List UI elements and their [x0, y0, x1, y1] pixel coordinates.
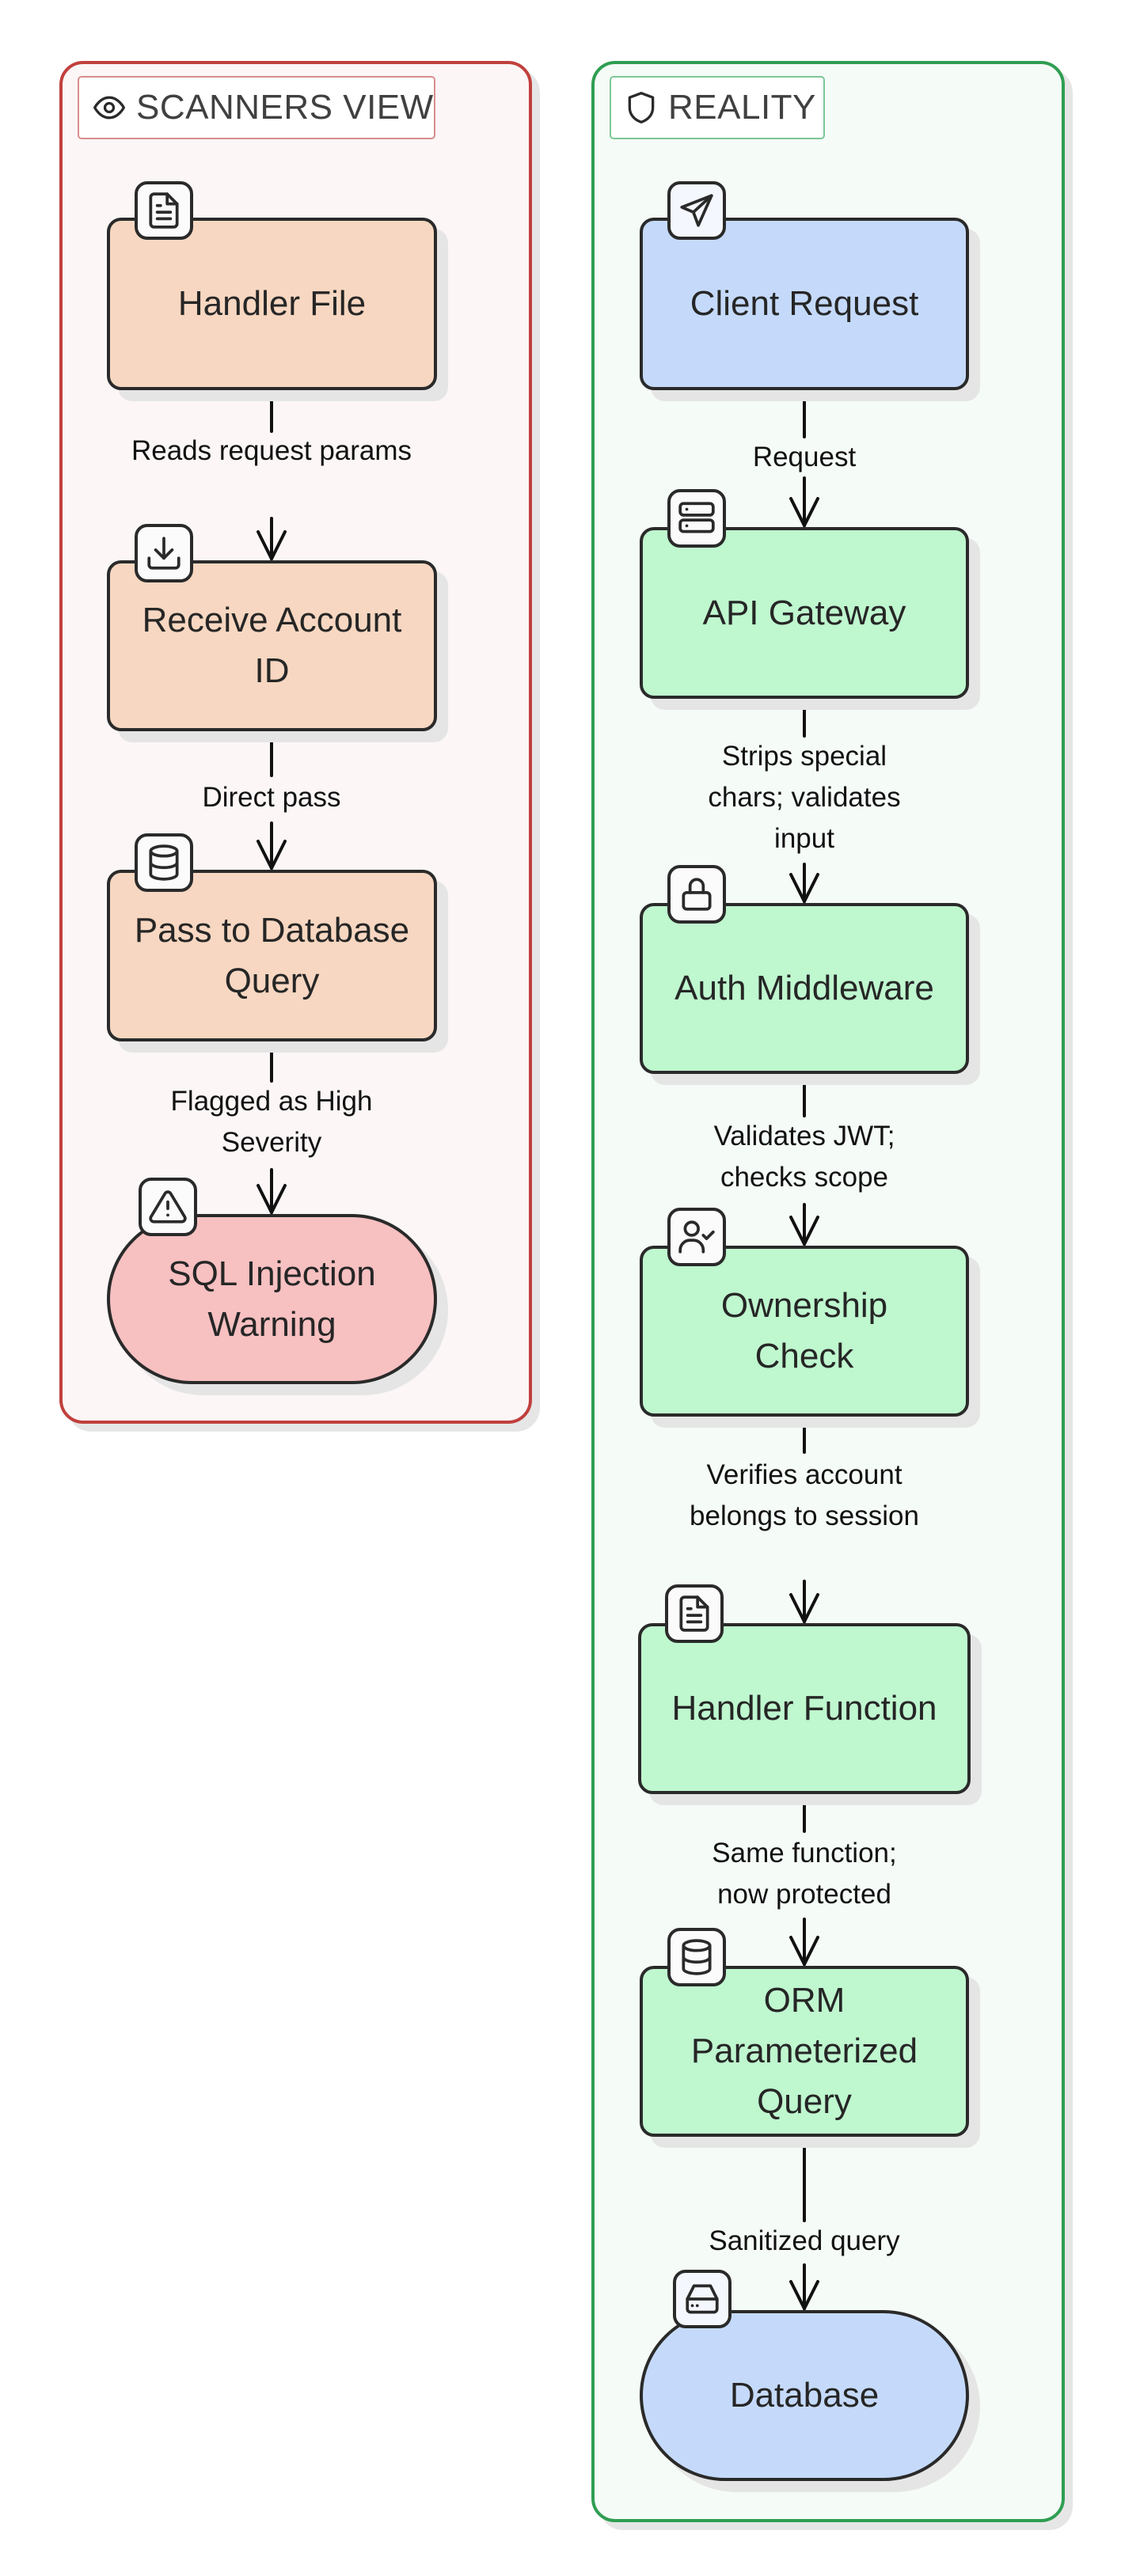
- node-label: ORM Parameterized Query: [690, 1981, 918, 2121]
- user-check-icon: [667, 1208, 726, 1266]
- edge-handler-to-receive: [256, 389, 287, 563]
- node-label: Handler File: [177, 284, 367, 323]
- edge-auth-to-ownership: [789, 1072, 819, 1248]
- edge-label: Flagged as High Severity: [170, 1086, 373, 1158]
- edge-label: Direct pass: [202, 782, 341, 813]
- reality-title: REALITY: [668, 88, 816, 127]
- warning-triangle-icon: [139, 1178, 197, 1236]
- edge-label: Sanitized query: [709, 2225, 900, 2256]
- node-auth-middleware[interactable]: Auth Middleware: [640, 903, 969, 1074]
- edge-label: Same function; now protected: [712, 1838, 897, 1910]
- edge-ownership-to-handler: [789, 1415, 819, 1626]
- reality-label: REALITY: [610, 76, 825, 139]
- database-icon: [135, 833, 193, 892]
- node-orm-parameterized-query[interactable]: ORM Parameterized Query: [640, 1966, 969, 2137]
- node-handler-file[interactable]: Handler File: [107, 218, 437, 390]
- edge-client-to-api: [789, 389, 819, 529]
- node-label: Ownership Check: [720, 1286, 888, 1375]
- node-sql-injection-warning[interactable]: SQL Injection Warning: [107, 1214, 437, 1384]
- lock-icon: [667, 865, 726, 924]
- node-handler-function[interactable]: Handler Function: [638, 1623, 971, 1794]
- send-icon: [667, 181, 726, 240]
- node-label: API Gateway: [702, 593, 906, 632]
- edge-orm-to-database: [789, 2135, 819, 2312]
- edge-pass-to-sql: [256, 1040, 287, 1216]
- edge-api-to-auth: [789, 697, 819, 905]
- node-ownership-check[interactable]: Ownership Check: [640, 1246, 969, 1417]
- database-icon: [667, 1928, 726, 1986]
- node-receive-account-id[interactable]: Receive Account ID: [107, 560, 437, 731]
- node-client-request[interactable]: Client Request: [640, 218, 969, 390]
- node-label: SQL Injection Warning: [168, 1254, 376, 1344]
- node-api-gateway[interactable]: API Gateway: [640, 527, 969, 699]
- edge-label: Reads request params: [131, 435, 412, 466]
- node-database[interactable]: Database: [640, 2310, 969, 2481]
- node-label: Handler Function: [671, 1689, 937, 1728]
- edge-handler-to-orm: [789, 1793, 819, 1968]
- download-icon: [135, 524, 193, 582]
- scanners-view-label: SCANNERS VIEW: [78, 76, 435, 139]
- node-label: Receive Account ID: [142, 601, 402, 690]
- edge-receive-to-pass: [256, 730, 287, 872]
- hard-drive-icon: [673, 2270, 732, 2328]
- scanners-view-title: SCANNERS VIEW: [136, 88, 434, 127]
- node-pass-to-database-query[interactable]: Pass to Database Query: [107, 870, 437, 1041]
- edge-label: Validates JWT; checks scope: [713, 1121, 895, 1193]
- server-icon: [667, 489, 726, 548]
- file-text-icon: [135, 181, 193, 240]
- edge-label: Request: [752, 442, 857, 472]
- node-label: Database: [729, 2376, 880, 2415]
- node-label: Pass to Database Query: [134, 910, 410, 1000]
- node-label: Auth Middleware: [674, 969, 934, 1007]
- eye-icon: [93, 96, 125, 120]
- edge-label: Verifies account belongs to session: [690, 1459, 919, 1531]
- file-text-icon: [665, 1584, 724, 1643]
- edge-label: Strips special chars; validates input: [708, 741, 901, 854]
- shield-icon: [628, 92, 655, 123]
- node-label: Client Request: [690, 284, 919, 323]
